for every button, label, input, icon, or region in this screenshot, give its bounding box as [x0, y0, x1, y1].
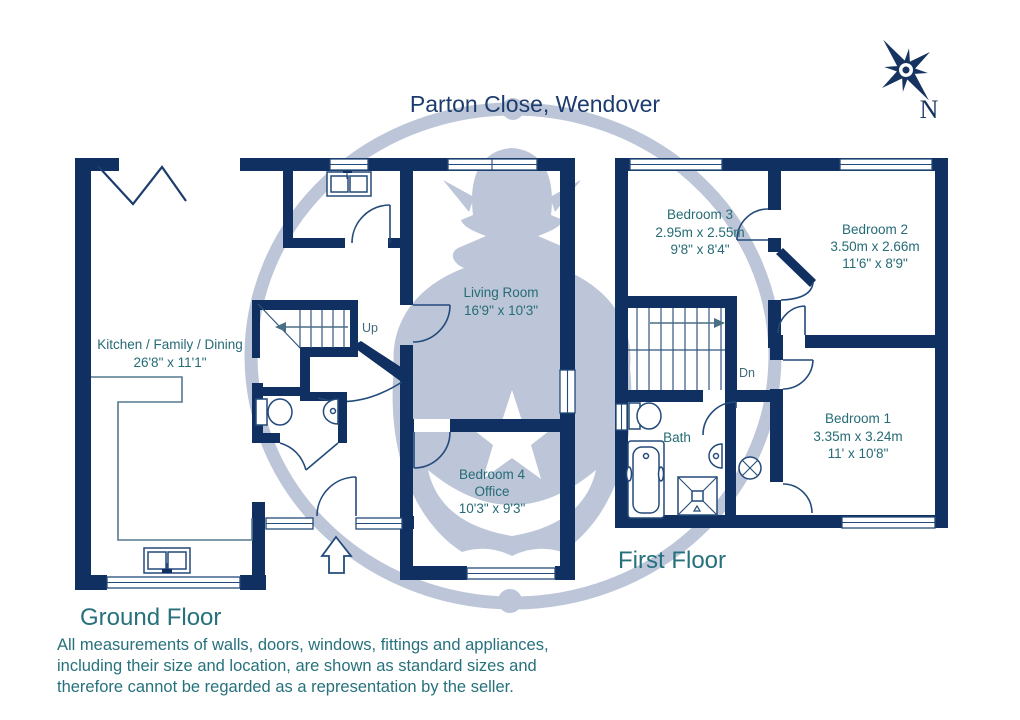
- bedroom2-size-imperial: 11'6" x 8'9": [842, 256, 908, 271]
- window-bedroom2-top: [839, 158, 933, 171]
- bedroom3-size-imperial: 9'8" x 8'4": [670, 242, 729, 257]
- watermark-bust: [392, 148, 632, 556]
- north-label: N: [920, 95, 939, 124]
- disclaimer: All measurements of walls, doors, window…: [57, 636, 549, 696]
- kitchen-label: Kitchen / Family / Dining 26'8" x 11'1": [97, 337, 243, 370]
- window-office-bottom: [466, 567, 556, 580]
- bedroom1-name: Bedroom 1: [825, 411, 891, 426]
- utility-room: [283, 169, 413, 248]
- entrance-arrow: [320, 535, 353, 574]
- wc-toilet: [255, 398, 293, 426]
- disclaimer-line-3: therefore cannot be regarded as a repres…: [57, 678, 514, 696]
- stairs-first: [628, 308, 725, 390]
- window-living-top: [447, 158, 538, 171]
- wc-room: [252, 387, 347, 471]
- window-hall-left: [265, 517, 314, 530]
- kitchen-counter: [91, 376, 253, 541]
- stairs-up-label: Up: [362, 321, 378, 335]
- kitchen-size: 26'8" x 11'1": [133, 355, 206, 370]
- understairs-cupboard: [300, 341, 410, 403]
- kitchen-sink: [143, 547, 191, 574]
- living-size: 16'9" x 10'3": [464, 303, 538, 318]
- bedroom3-name: Bedroom 3: [667, 207, 733, 222]
- watermark-crescent: [428, 470, 596, 536]
- living-name: Living Room: [463, 285, 538, 300]
- bedroom1-label: Bedroom 1 3.35m x 3.24m 11' x 10'8": [813, 411, 902, 461]
- stairs-ground: [252, 300, 358, 357]
- window-hall-right: [355, 517, 403, 530]
- cupboard-symbol: [738, 456, 762, 480]
- open-boundary-zigzag: [97, 165, 187, 206]
- door-cupboard: [782, 483, 813, 514]
- stairs-up-arrow: [275, 322, 286, 332]
- stairs-down-arrow: [714, 318, 725, 328]
- bedroom4-label: Bedroom 4 Office 10'3" x 9'3": [459, 467, 526, 516]
- door-office: [413, 431, 451, 469]
- first-floor-title: First Floor: [618, 547, 726, 574]
- watermark-star: [466, 390, 558, 479]
- disclaimer-line-1: All measurements of walls, doors, window…: [57, 636, 549, 654]
- utility-sink: [326, 169, 372, 197]
- ground-floor-title: Ground Floor: [80, 604, 221, 631]
- window-bedroom3-top: [629, 158, 723, 171]
- shower: [677, 476, 718, 516]
- ground-floor-plan: [75, 158, 576, 590]
- bedroom2-label: Bedroom 2 3.50m x 2.66m 11'6" x 8'9": [830, 222, 919, 271]
- door-bedroom3: [736, 208, 769, 241]
- first-floor-plan: [615, 158, 948, 529]
- bedroom4-name: Bedroom 4: [459, 467, 526, 482]
- living-room-label: Living Room 16'9" x 10'3": [463, 285, 538, 318]
- door-hall-living: [412, 304, 451, 343]
- bedroom2-size-metric: 3.50m x 2.66m: [830, 239, 919, 254]
- compass-rose-icon: N: [882, 39, 939, 124]
- window-kitchen-bottom: [106, 576, 241, 589]
- watermark-ring-dot-bottom: [498, 589, 522, 613]
- door-bathroom: [702, 401, 737, 436]
- front-door: [316, 476, 357, 517]
- door-bedroom1: [782, 359, 814, 390]
- stairs-down-label: Dn: [739, 366, 755, 380]
- bedroom4-alt-name: Office: [474, 484, 509, 499]
- bedroom4-size: 10'3" x 9'3": [459, 501, 526, 516]
- window-bedroom1-bottom: [841, 516, 936, 529]
- door-bedroom2: [776, 248, 816, 301]
- page-title: Parton Close, Wendover: [410, 91, 660, 117]
- bedroom1-size-metric: 3.35m x 3.24m: [813, 429, 902, 444]
- bedroom2-name: Bedroom 2: [842, 222, 908, 237]
- bedroom3-label: Bedroom 3 2.95m x 2.55m 9'8" x 8'4": [655, 207, 744, 257]
- bath-basin: [708, 443, 723, 469]
- bathtub: [625, 440, 665, 519]
- disclaimer-line-2: including their size and location, are s…: [57, 657, 537, 675]
- kitchen-name: Kitchen / Family / Dining: [97, 337, 243, 352]
- watermark-ring-dot-top: [502, 98, 524, 120]
- window-living-right: [559, 369, 576, 414]
- bath-toilet: [628, 402, 662, 430]
- bedroom1-size-imperial: 11' x 10'8": [828, 446, 889, 461]
- bath-label: Bath: [663, 430, 691, 445]
- window-utility-top: [329, 158, 369, 171]
- window-bath-left: [615, 403, 628, 431]
- door-landing: [777, 305, 806, 335]
- bedroom3-size-metric: 2.95m x 2.55m: [655, 225, 744, 240]
